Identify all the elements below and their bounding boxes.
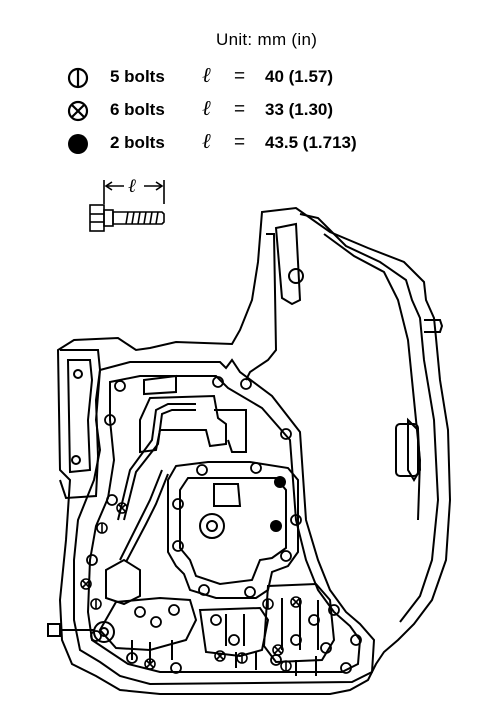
transmission-case xyxy=(47,206,452,695)
bar-bolts xyxy=(90,522,292,672)
length-symbol: ℓ xyxy=(202,96,211,120)
equals-sign: = xyxy=(234,99,246,120)
equals-sign: = xyxy=(234,66,246,87)
circled-cross-bolt-icon xyxy=(67,100,89,122)
legend-count: 5 bolts xyxy=(110,67,165,86)
legend-count: 2 bolts xyxy=(110,133,165,152)
length-symbol: ℓ xyxy=(202,129,211,153)
filled-bolts xyxy=(270,476,286,532)
unit-label: Unit: mm (in) xyxy=(216,30,318,49)
bolt-length-diagram xyxy=(89,180,165,232)
cross-bolts xyxy=(80,502,302,670)
legend-value: 43.5 (1.713) xyxy=(265,133,357,152)
equals-sign: = xyxy=(234,132,246,153)
circled-bar-bolt-icon xyxy=(67,67,89,89)
legend-value: 40 (1.57) xyxy=(265,67,334,86)
bolt-length-symbol: ℓ xyxy=(128,175,136,197)
length-symbol: ℓ xyxy=(202,63,211,87)
filled-circle-bolt-icon xyxy=(68,134,88,154)
legend-value: 33 (1.30) xyxy=(265,100,334,119)
legend-count: 6 bolts xyxy=(110,100,165,119)
pan-bolts xyxy=(86,376,362,674)
